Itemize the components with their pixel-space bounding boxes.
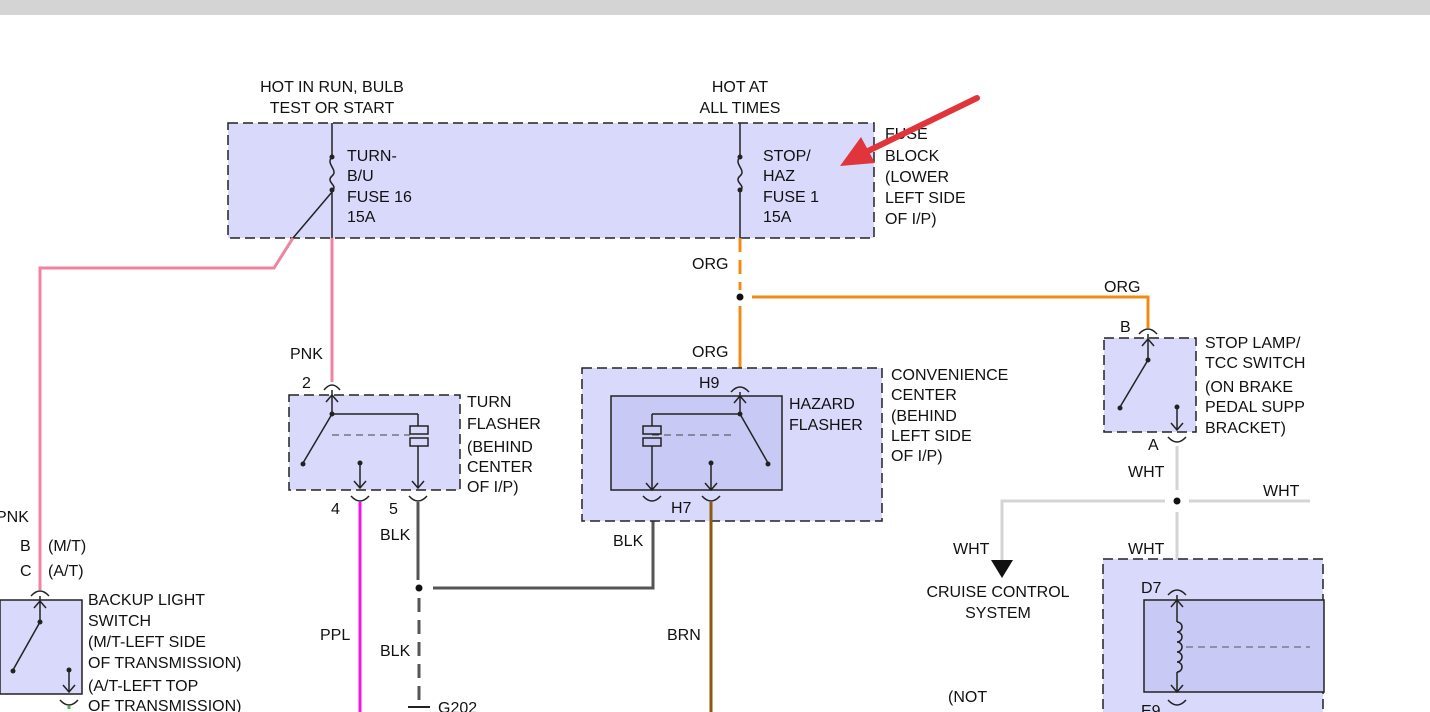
hazard-flasher-label-2: FLASHER [789, 417, 863, 434]
stop-lamp-pin-b: B [1120, 319, 1131, 336]
supply-right-line2: ALL TIMES [700, 100, 781, 117]
wire-label-brn: BRN [667, 627, 701, 644]
backup-pin-b: B [20, 538, 31, 555]
right-module-pin-d7: D7 [1141, 580, 1162, 597]
wire-label-blk-2: BLK [380, 643, 411, 660]
stop-lamp-label-2: TCC SWITCH [1205, 355, 1305, 372]
fuse-block-label-line2: BLOCK [885, 148, 940, 165]
wire-label-org-2: ORG [692, 344, 728, 361]
backup-pin-c-note: (A/T) [48, 563, 84, 580]
wire-label-org-3: ORG [1104, 279, 1140, 296]
fuse-1: STOP/ HAZ FUSE 1 15A [737, 123, 819, 238]
stop-lamp-switch: B A STOP LAMP/ TCC SWITCH (ON BRAKE PEDA… [1103, 319, 1305, 454]
right-module-pin-e9: E9 [1141, 703, 1161, 712]
backup-label-4: OF TRANSMISSION) [88, 655, 242, 672]
fuse-left-line1: TURN- [347, 148, 397, 165]
wire-label-ppl: PPL [320, 627, 350, 644]
fuse-block-label-line4: LEFT SIDE [885, 190, 966, 207]
turn-flasher-pin-2: 2 [302, 375, 311, 392]
wire-label-pnk-backup: PNK [0, 509, 29, 526]
wire-label-wht-4: WHT [1128, 541, 1165, 558]
stop-lamp-pin-a: A [1148, 437, 1159, 454]
supply-right-line1: HOT AT [712, 79, 769, 96]
turn-flasher-pin-5: 5 [389, 501, 398, 518]
convenience-label-1: CONVENIENCE [891, 367, 1008, 384]
cruise-label-1: CRUISE CONTROL [926, 584, 1069, 601]
turn-flasher: 2 4 5 TURN FLASHER (BEHIND CENTER OF I/P… [288, 375, 541, 518]
backup-light-switch: B (M/T) C (A/T) BACKUP LIGHT SWITCH (M/T… [0, 538, 242, 712]
right-module: D7 E9 [1102, 558, 1325, 712]
fuse-right-line4: 15A [763, 209, 792, 226]
backup-label-5: (A/T-LEFT TOP [88, 678, 198, 695]
turn-flasher-label-5: OF I/P) [467, 479, 519, 496]
stop-lamp-label-3: (ON BRAKE [1205, 379, 1293, 396]
fuse-block-label-line3: (LOWER [885, 169, 949, 186]
pink-wires: PNK PNK [0, 237, 334, 590]
fuse-right-line2: HAZ [763, 168, 795, 185]
backup-label-3: (M/T-LEFT SIDE [88, 634, 206, 651]
supply-left-line1: HOT IN RUN, BULB [260, 79, 404, 96]
wire-label-pnk-turn: PNK [290, 346, 323, 363]
turn-flasher-label-3: (BEHIND [467, 439, 533, 456]
wire-label-wht-3: WHT [953, 541, 990, 558]
orange-wires: ORG ORG ORG [692, 238, 1150, 384]
backup-label-6: OF TRANSMISSION) [88, 698, 242, 712]
convenience-pin-h9: H9 [699, 375, 720, 392]
convenience-label-4: LEFT SIDE [891, 428, 972, 445]
convenience-label-2: CENTER [891, 387, 957, 404]
convenience-pin-h7: H7 [671, 500, 692, 517]
fuse-block-label-line5: OF I/P) [885, 211, 937, 228]
hazard-flasher-label-1: HAZARD [789, 396, 855, 413]
wire-label-blk-1: BLK [380, 527, 411, 544]
fuse-left-line3: FUSE 16 [347, 189, 412, 206]
convenience-center: H9 H7 HAZARD FLASHER CONVENIENCE CENTER … [581, 367, 1008, 522]
convenience-label-3: (BEHIND [891, 408, 957, 425]
fuse-left-line4: 15A [347, 209, 376, 226]
wire-label-blk-3: BLK [613, 533, 644, 550]
fuse-16: TURN- B/U FUSE 16 15A [292, 123, 412, 239]
fuse-right-line3: FUSE 1 [763, 189, 819, 206]
annotation-arrow [840, 95, 980, 166]
turn-flasher-pin-4: 4 [331, 501, 340, 518]
backup-label-2: SWITCH [88, 613, 151, 630]
cruise-label-2: SYSTEM [965, 605, 1031, 622]
ground-g202: G202 [438, 700, 477, 712]
fuse-right-line1: STOP/ [763, 148, 811, 165]
stop-lamp-label-1: STOP LAMP/ [1205, 335, 1301, 352]
white-wires: WHT WHT WHT WHT CRUISE CONTROL SYSTEM [926, 446, 1310, 622]
turn-flasher-label-2: FLASHER [467, 416, 541, 433]
backup-pin-c: C [20, 563, 32, 580]
turn-flasher-label-1: TURN [467, 394, 511, 411]
brown-wire: BRN [667, 502, 713, 712]
stop-lamp-label-5: BRACKET) [1205, 420, 1286, 437]
fuse-left-line2: B/U [347, 168, 374, 185]
wire-label-wht-2: WHT [1263, 483, 1300, 500]
wire-label-org-1: ORG [692, 256, 728, 273]
wire-label-wht-1: WHT [1128, 464, 1165, 481]
fuse-block: HOT IN RUN, BULB TEST OR START HOT AT AL… [227, 79, 875, 239]
turn-flasher-label-4: CENTER [467, 459, 533, 476]
fuse-block-label: FUSE BLOCK (LOWER LEFT SIDE OF I/P) [885, 126, 966, 228]
backup-label-1: BACKUP LIGHT [88, 592, 205, 609]
not-note: (NOT [948, 689, 987, 706]
top-bar [0, 0, 1430, 15]
stop-lamp-label-4: PEDAL SUPP [1205, 399, 1305, 416]
backup-pin-b-note: (M/T) [48, 538, 86, 555]
supply-left-line2: TEST OR START [270, 100, 395, 117]
turn-flasher-output-wires: PPL G202 BLK BLK BLK [320, 502, 655, 712]
convenience-label-5: OF I/P) [891, 448, 943, 465]
